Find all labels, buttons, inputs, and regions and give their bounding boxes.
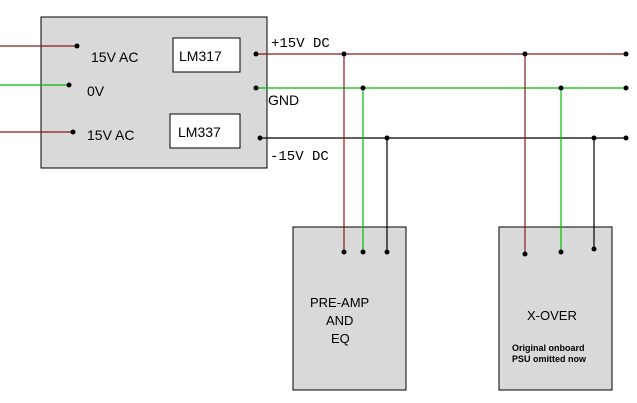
input-label-0v: 0V	[87, 83, 105, 99]
preamp-junction-positive	[341, 51, 347, 57]
output-terminal-negative	[257, 135, 263, 141]
regulator-lm337-label: LM337	[178, 124, 221, 140]
preamp-pin-negative	[384, 249, 390, 255]
output-label-positive: +15V DC	[271, 36, 330, 52]
input-label-ac1: 15V AC	[91, 49, 138, 65]
preamp-label-line1: PRE-AMP	[310, 295, 369, 310]
rail-end-ground	[623, 85, 629, 91]
input-terminal-ac2	[70, 129, 76, 135]
input-label-ac2: 15V AC	[87, 127, 134, 143]
xover-note-line2: PSU omitted now	[512, 354, 587, 364]
input-terminal-ac1	[74, 43, 80, 49]
xover-pin-negative	[591, 246, 597, 252]
xover-box	[498, 226, 613, 391]
input-terminal-0v	[66, 82, 72, 88]
output-label-ground: GND	[268, 92, 299, 108]
xover-pin-ground	[558, 249, 564, 255]
preamp-pin-positive	[341, 249, 347, 255]
xover-note-line1: Original onboard	[512, 343, 585, 353]
xover-title: X-OVER	[527, 308, 577, 323]
preamp-junction-negative	[384, 135, 390, 141]
xover-junction-ground	[558, 85, 564, 91]
preamp-label-line3: EQ	[331, 331, 350, 346]
regulator-lm337	[169, 113, 241, 149]
output-label-negative: -15V DC	[270, 149, 329, 165]
xover-junction-positive	[522, 51, 528, 57]
preamp-junction-ground	[360, 85, 366, 91]
preamp-label-line2: AND	[326, 313, 353, 328]
rail-end-positive	[623, 51, 629, 57]
xover-junction-negative	[591, 135, 597, 141]
regulator-lm317-label: LM317	[179, 48, 222, 64]
output-terminal-positive	[253, 51, 259, 57]
xover-pin-positive	[522, 251, 528, 257]
regulator-lm317	[172, 37, 241, 73]
rail-end-negative	[623, 135, 629, 141]
output-terminal-ground	[253, 85, 259, 91]
preamp-pin-ground	[360, 249, 366, 255]
